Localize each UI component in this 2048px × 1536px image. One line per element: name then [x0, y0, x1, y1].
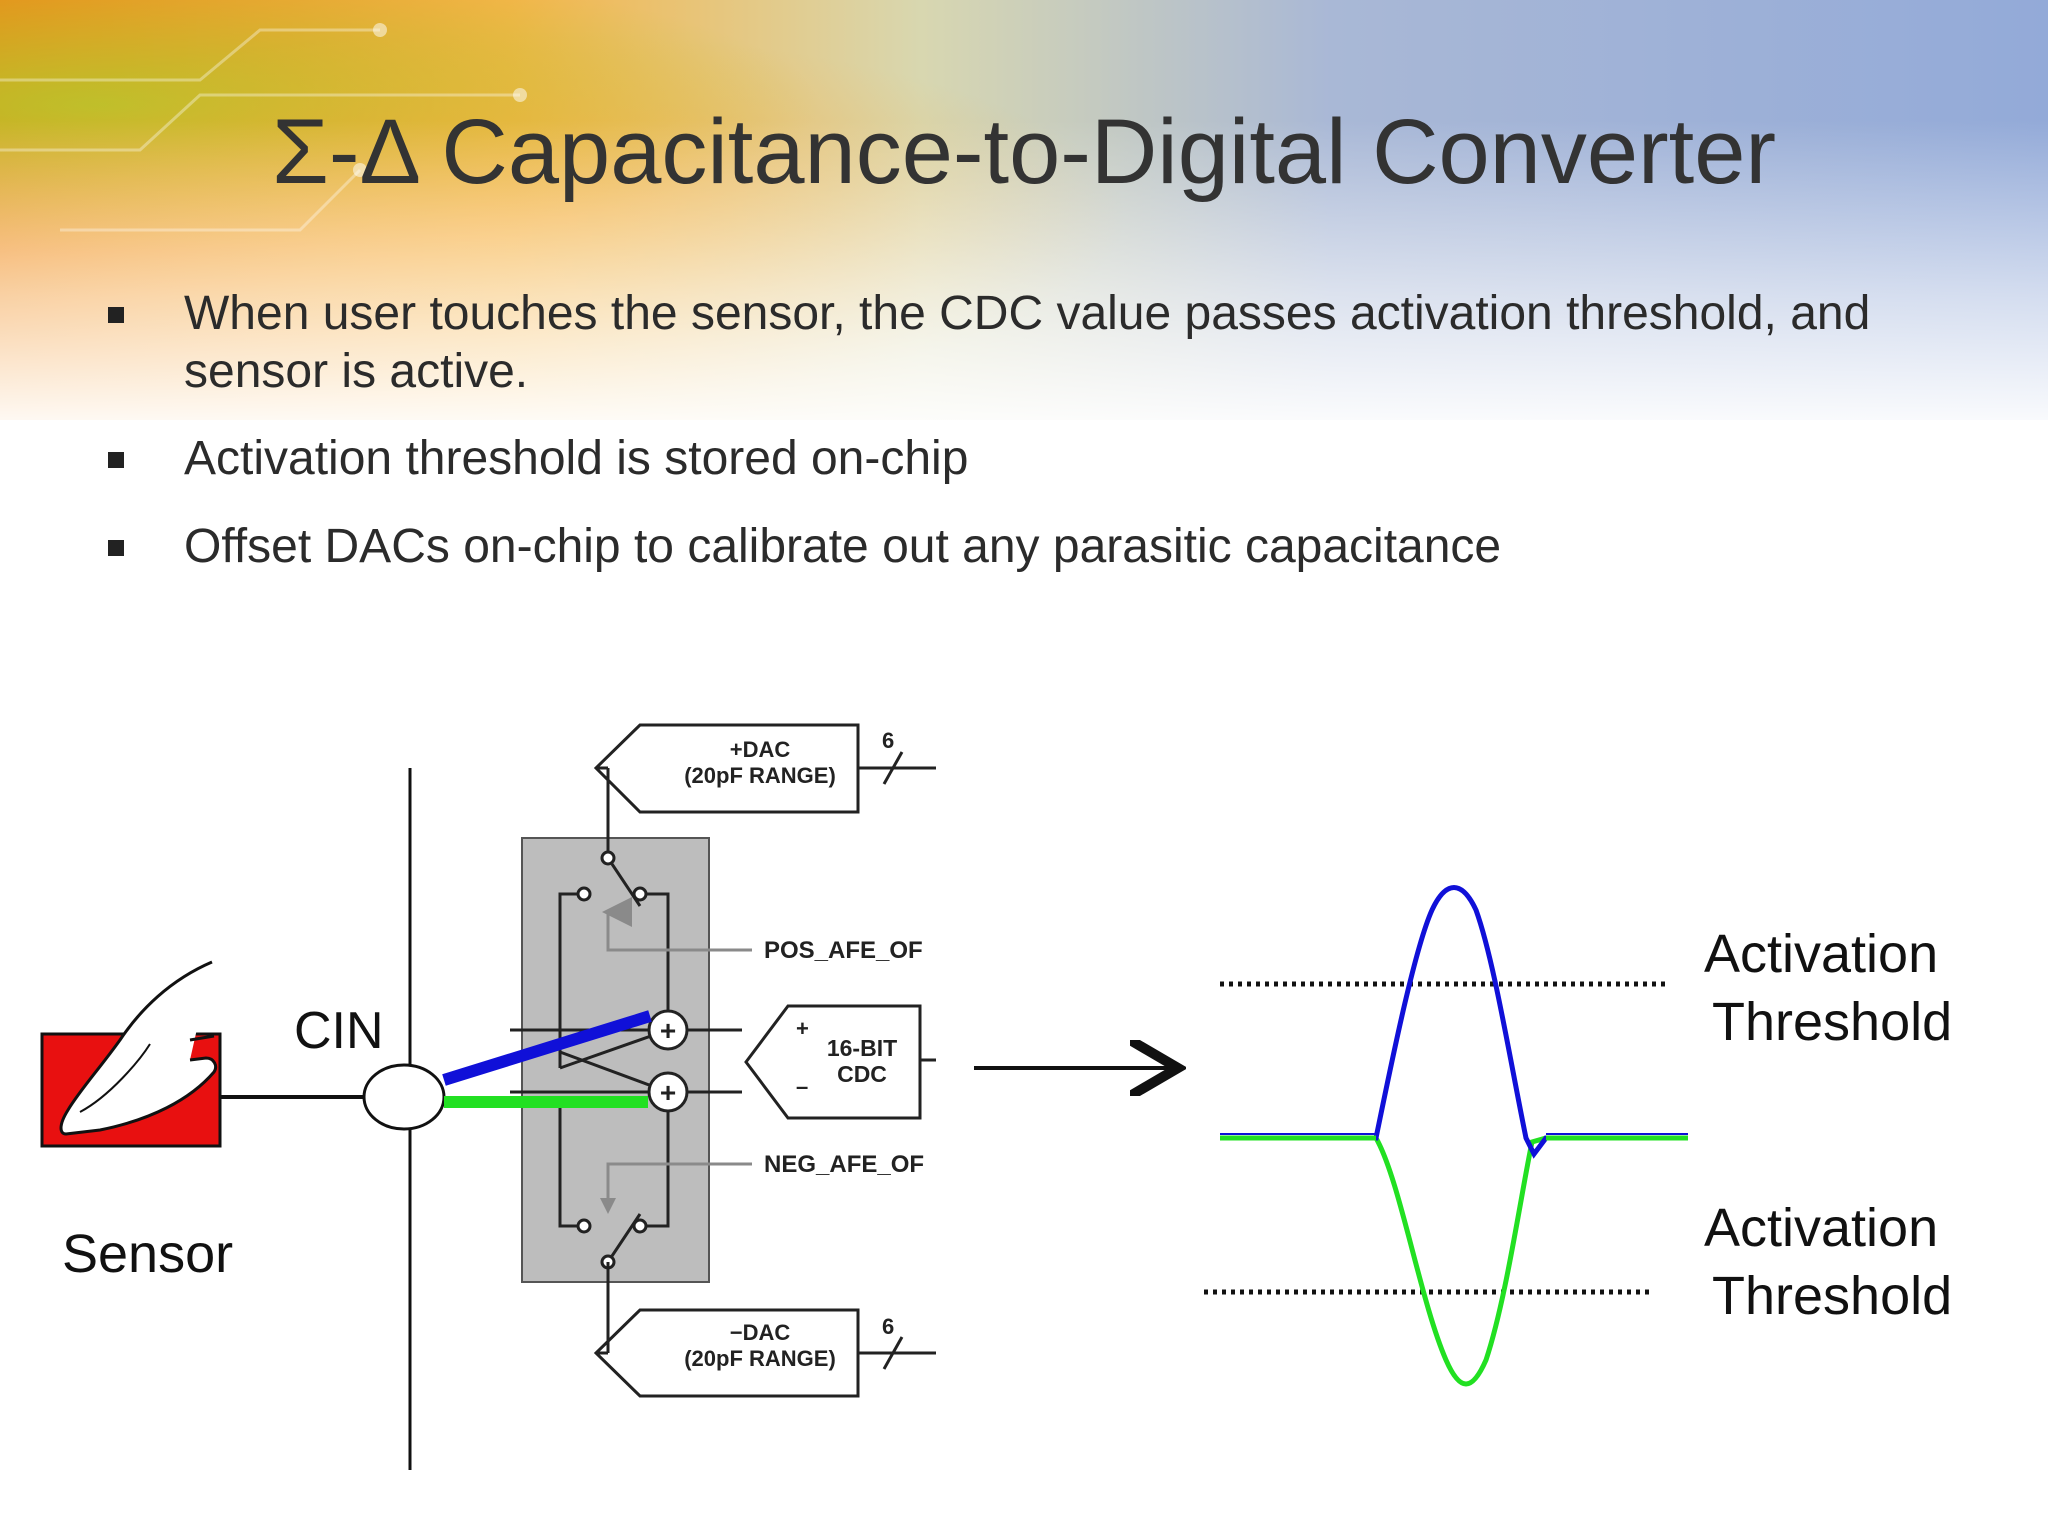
- pos-dac-label: +DAC: [730, 737, 791, 762]
- neg-dac-range: (20pF RANGE): [684, 1346, 836, 1371]
- cdc-plus-sign: +: [796, 1016, 809, 1041]
- sum-node-bottom: +: [647, 1071, 689, 1113]
- afe-block: [521, 837, 710, 1283]
- bullet-text: When user touches the sensor, the CDC va…: [184, 287, 1871, 398]
- pos-afe-label: POS_AFE_OF: [764, 937, 923, 964]
- cdc-label: CDC: [837, 1061, 887, 1087]
- upper-threshold-label-line2: Threshold: [1712, 992, 1952, 1052]
- negative-waveform: [1220, 1135, 1688, 1387]
- bus-width-bottom: 6: [882, 1314, 894, 1339]
- pos-switch: [558, 850, 670, 1068]
- upper-threshold-label-line1: Activation: [1704, 924, 1938, 984]
- sensor-label: Sensor: [62, 1224, 233, 1284]
- bullet-square-icon: [108, 540, 124, 556]
- pos-dac-range: (20pF RANGE): [684, 763, 836, 788]
- bus-width-top: 6: [882, 728, 894, 753]
- sum-node-top: +: [647, 1009, 689, 1051]
- svg-text:+: +: [660, 1015, 676, 1046]
- neg-switch: [558, 1100, 670, 1270]
- positive-signal-path: [442, 1010, 652, 1086]
- cdc-minus-sign: –: [796, 1074, 808, 1099]
- lower-threshold-label-line1: Activation: [1704, 1198, 1938, 1258]
- svg-text:+: +: [660, 1077, 676, 1108]
- bullet-square-icon: [108, 307, 124, 323]
- lower-threshold-label-line2: Threshold: [1712, 1266, 1952, 1326]
- bullet-text: Offset DACs on-chip to calibrate out any…: [184, 520, 1502, 573]
- positive-dac: +DAC (20pF RANGE): [593, 723, 860, 814]
- finger-icon: [59, 960, 218, 1136]
- cin-label: CIN: [294, 1002, 384, 1060]
- bullet-square-icon: [108, 452, 124, 468]
- cdc-block: + – 16-BIT CDC: [744, 1004, 922, 1120]
- cin-node: [362, 1063, 446, 1131]
- neg-dac-label: −DAC: [730, 1320, 791, 1345]
- negative-dac: −DAC (20pF RANGE): [593, 1308, 860, 1398]
- positive-waveform: [1220, 885, 1688, 1159]
- cdc-bits-label: 16-BIT: [827, 1035, 897, 1061]
- neg-afe-label: NEG_AFE_OF: [764, 1151, 924, 1178]
- slide-title: Σ-Δ Capacitance-to-Digital Converter: [271, 101, 1777, 203]
- bullet-text: Activation threshold is stored on-chip: [184, 432, 969, 485]
